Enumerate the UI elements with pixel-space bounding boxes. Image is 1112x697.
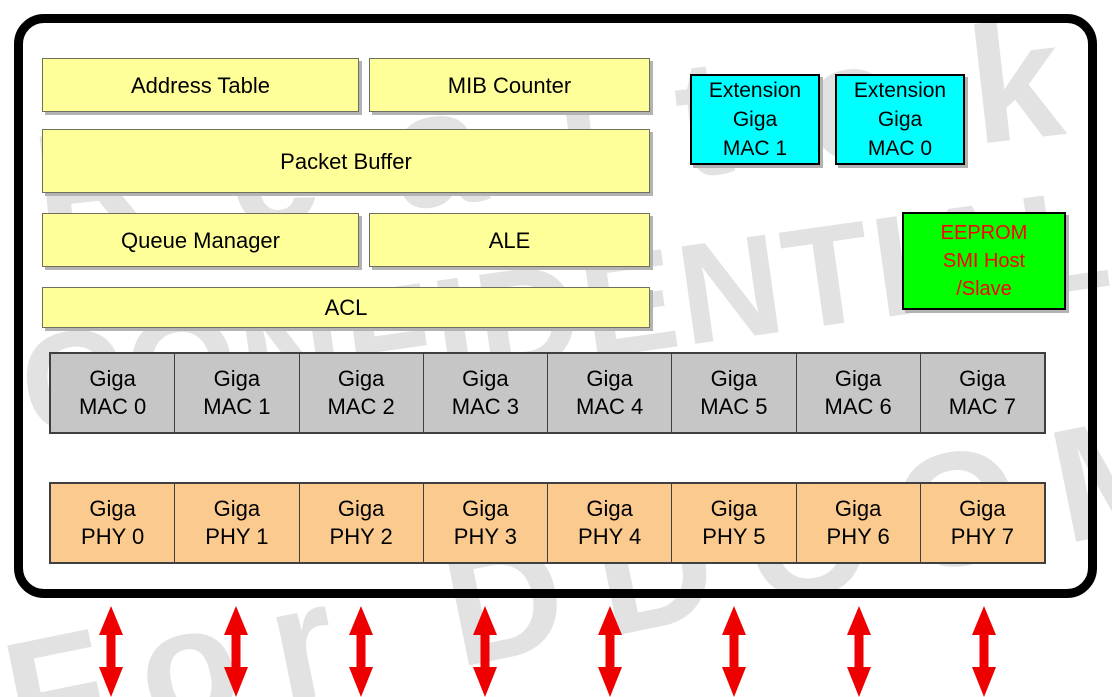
block-extension-giga-mac-0: Extension Giga MAC 0: [835, 74, 965, 165]
block-giga-phy-0: Giga PHY 0: [51, 484, 176, 562]
port-5-arrow: [672, 606, 797, 697]
giga-phy-6-line2: PHY 6: [826, 524, 890, 549]
chip-outline-border: [14, 14, 1097, 598]
giga-mac-7-line1: Giga: [959, 366, 1006, 391]
double-arrow-icon: [971, 606, 996, 697]
port-6-arrow: [797, 606, 922, 697]
giga-phy-1-line2: PHY 1: [205, 524, 269, 549]
block-acl: ACL: [42, 287, 650, 328]
port-1-arrow: [174, 606, 299, 697]
block-giga-mac-5: Giga MAC 5: [672, 354, 797, 432]
giga-mac-5-line2: MAC 5: [700, 394, 768, 419]
giga-mac-1-line1: Giga: [213, 366, 261, 391]
block-giga-mac-4: Giga MAC 4: [548, 354, 673, 432]
giga-mac-0-line2: MAC 0: [79, 394, 147, 419]
giga-phy-1-line1: Giga: [213, 496, 261, 521]
giga-mac-5-line1: Giga: [710, 366, 758, 391]
extension-mac-1-line1: Extension: [708, 79, 802, 102]
block-eeprom-smi: EEPROM SMI Host /Slave: [902, 212, 1066, 310]
block-mib-counter: MIB Counter: [369, 58, 650, 112]
port-3-arrow: [423, 606, 548, 697]
extension-mac-1-line2: Giga: [732, 108, 778, 131]
giga-phy-5-line2: PHY 5: [702, 524, 766, 549]
block-giga-mac-6: Giga MAC 6: [796, 354, 921, 432]
double-arrow-icon: [99, 606, 124, 697]
giga-phy-7-line1: Giga: [959, 496, 1006, 521]
block-giga-phy-3: Giga PHY 3: [423, 484, 548, 562]
double-arrow-icon: [348, 606, 373, 697]
block-giga-phy-4: Giga PHY 4: [548, 484, 673, 562]
giga-phy-3-line1: Giga: [462, 496, 509, 521]
giga-phy-4-line2: PHY 4: [578, 524, 642, 549]
block-giga-mac-7: Giga MAC 7: [920, 354, 1044, 432]
giga-phy-7-line2: PHY 7: [950, 524, 1014, 549]
eeprom-line1: EEPROM: [940, 222, 1028, 244]
giga-mac-7-line2: MAC 7: [948, 394, 1016, 419]
giga-mac-2-line2: MAC 2: [327, 394, 395, 419]
block-extension-giga-mac-1: Extension Giga MAC 1: [690, 74, 820, 165]
double-arrow-icon: [597, 606, 622, 697]
block-queue-manager: Queue Manager: [42, 213, 359, 267]
giga-mac-4-line2: MAC 4: [576, 394, 644, 419]
block-giga-mac-3: Giga MAC 3: [423, 354, 548, 432]
block-giga-phy-1: Giga PHY 1: [175, 484, 300, 562]
double-arrow-icon: [847, 606, 872, 697]
double-arrow-icon: [722, 606, 747, 697]
giga-phy-4-line1: Giga: [586, 496, 633, 521]
double-arrow-icon: [473, 606, 498, 697]
port-arrows-row: [49, 606, 1046, 697]
eeprom-line3: /Slave: [956, 278, 1012, 300]
giga-mac-1-line2: MAC 1: [203, 394, 271, 419]
giga-mac-row: Giga MAC 0 Giga MAC 1 Giga MAC 2 Giga MA…: [49, 352, 1046, 434]
block-giga-mac-1: Giga MAC 1: [175, 354, 300, 432]
block-giga-phy-5: Giga PHY 5: [672, 484, 797, 562]
port-0-arrow: [49, 606, 174, 697]
giga-mac-3-line2: MAC 3: [451, 394, 519, 419]
block-packet-buffer: Packet Buffer: [42, 129, 650, 193]
giga-mac-4-line1: Giga: [586, 366, 633, 391]
extension-mac-1-line3: MAC 1: [722, 137, 788, 160]
giga-phy-0-line2: PHY 0: [81, 524, 145, 549]
port-7-arrow: [921, 606, 1046, 697]
block-giga-phy-6: Giga PHY 6: [796, 484, 921, 562]
giga-phy-row: Giga PHY 0 Giga PHY 1 Giga PHY 2 Giga PH…: [49, 482, 1046, 564]
block-address-table: Address Table: [42, 58, 359, 112]
block-giga-mac-2: Giga MAC 2: [299, 354, 424, 432]
port-4-arrow: [548, 606, 673, 697]
giga-mac-0-line1: Giga: [89, 366, 136, 391]
giga-mac-3-line1: Giga: [462, 366, 509, 391]
giga-phy-5-line1: Giga: [710, 496, 758, 521]
block-giga-phy-2: Giga PHY 2: [299, 484, 424, 562]
extension-mac-0-line3: MAC 0: [867, 137, 933, 160]
giga-mac-2-line1: Giga: [337, 366, 385, 391]
giga-phy-6-line1: Giga: [834, 496, 882, 521]
double-arrow-icon: [223, 606, 248, 697]
extension-mac-0-line1: Extension: [853, 79, 947, 102]
block-ale: ALE: [369, 213, 650, 267]
giga-phy-2-line1: Giga: [337, 496, 385, 521]
giga-mac-6-line1: Giga: [834, 366, 882, 391]
extension-mac-0-line2: Giga: [877, 108, 923, 131]
giga-phy-0-line1: Giga: [89, 496, 136, 521]
giga-phy-2-line2: PHY 2: [329, 524, 393, 549]
eeprom-line2: SMI Host: [942, 250, 1026, 272]
giga-phy-3-line2: PHY 3: [453, 524, 517, 549]
block-giga-phy-7: Giga PHY 7: [920, 484, 1044, 562]
block-giga-mac-0: Giga MAC 0: [51, 354, 176, 432]
giga-mac-6-line2: MAC 6: [824, 394, 892, 419]
port-2-arrow: [298, 606, 423, 697]
